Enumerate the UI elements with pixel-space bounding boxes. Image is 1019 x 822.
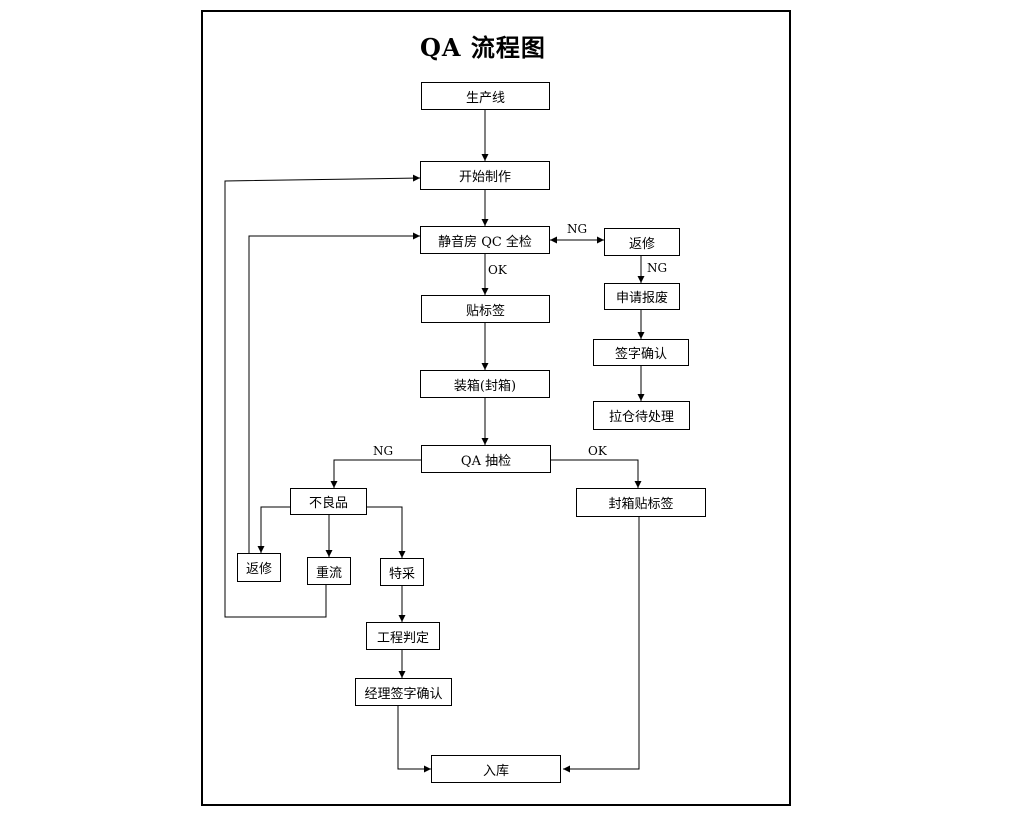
node-start-making: 开始制作: [420, 161, 550, 190]
node-production-line: 生产线: [421, 82, 550, 110]
label-qc-ok: OK: [488, 263, 507, 277]
diagram-frame: [201, 10, 791, 806]
node-rework-top: 返修: [604, 228, 680, 256]
edge-seal-to-warehouse: [563, 517, 640, 773]
node-sign-confirm: 签字确认: [593, 339, 689, 366]
node-defective: 不良品: [290, 488, 367, 515]
node-rework-bottom: 返修: [237, 553, 281, 582]
label-qa-ok: OK: [588, 444, 607, 458]
label-qa-ng: NG: [373, 444, 394, 458]
node-qc-inspection: 静音房 QC 全检: [420, 226, 550, 254]
edge-qa-ok-to-seal: [551, 459, 642, 488]
edge-qa-ng-to-defective: [330, 459, 421, 488]
node-special-accept: 特采: [380, 558, 424, 586]
node-seal-box-label: 封箱贴标签: [576, 488, 706, 517]
node-warehouse-in: 入库: [431, 755, 561, 783]
label-qc-ng: NG: [567, 222, 588, 236]
edge-reflow-loop-to-start: [224, 174, 421, 618]
node-manager-sign-confirm: 经理签字确认: [355, 678, 452, 706]
edge-rework-loop-to-qc: [248, 232, 420, 553]
node-apply-scrap: 申请报废: [604, 283, 680, 310]
node-boxing: 装箱(封箱): [420, 370, 550, 398]
node-labeling: 贴标签: [421, 295, 550, 323]
node-qa-sampling: QA 抽检: [421, 445, 551, 473]
node-engineering-judgment: 工程判定: [366, 622, 440, 650]
diagram-title: QA 流程图: [420, 33, 546, 62]
edge-manager-to-warehouse: [397, 706, 431, 773]
edge-defective-to-rework: [257, 506, 290, 553]
node-pull-warehouse-pending: 拉仓待处理: [593, 401, 690, 430]
edge-defective-to-special: [367, 506, 406, 558]
node-reflow: 重流: [307, 557, 351, 585]
label-rework-ng: NG: [647, 261, 668, 275]
